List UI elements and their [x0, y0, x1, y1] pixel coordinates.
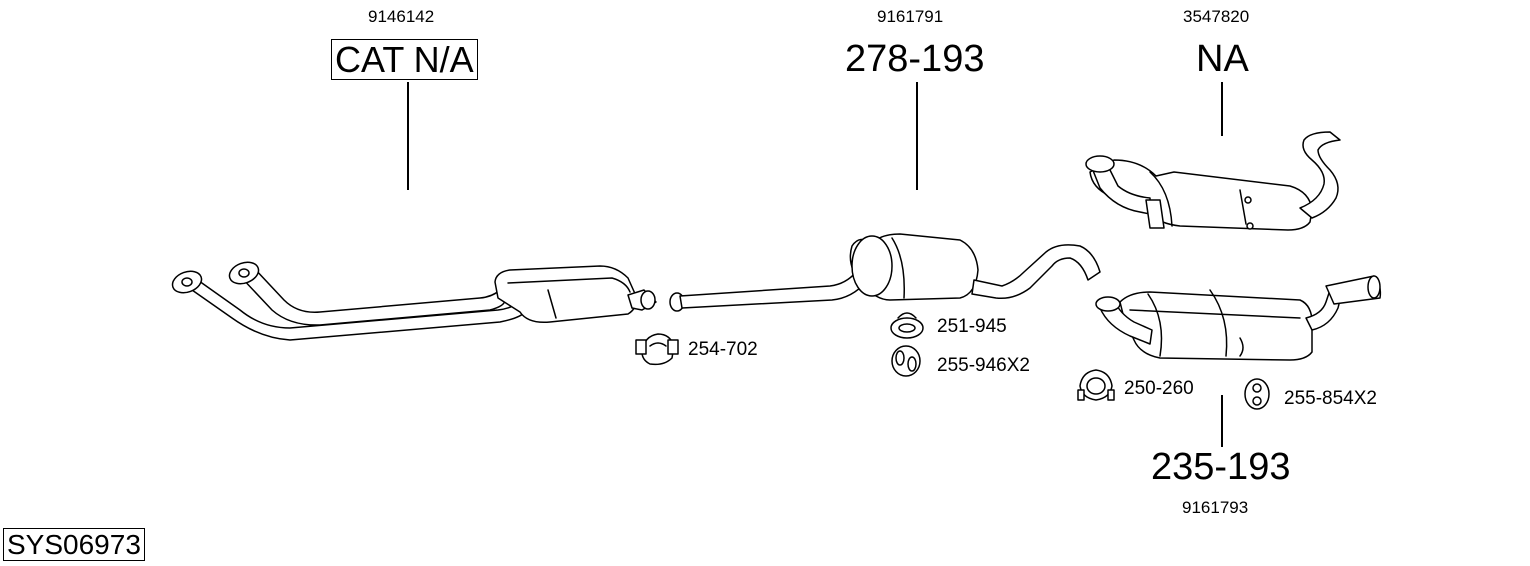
- rear-bottom-part-label: 235-193: [1151, 446, 1291, 488]
- middle-part-label: 278-193: [845, 38, 985, 80]
- rubber-middle-label: 255-946X2: [937, 355, 1030, 376]
- system-code-label: SYS06973: [3, 528, 145, 561]
- middle-pipe-silencer-part: [669, 233, 1101, 312]
- rear-silencer-lower-part: [1095, 275, 1382, 361]
- rear-top-oem-number: 3547820: [1183, 7, 1250, 26]
- rubber-rear-label: 255-854X2: [1284, 388, 1377, 409]
- clamp-front-label: 254-702: [688, 339, 758, 360]
- rubber-255-854-icon: [1244, 378, 1270, 410]
- front-part-label: CAT N/A: [331, 39, 478, 80]
- leader-line-rear-top: [1221, 82, 1223, 136]
- middle-oem-number: 9161791: [877, 7, 944, 26]
- front-oem-number: 9146142: [368, 7, 435, 26]
- clamp-254-702-icon: [635, 333, 679, 366]
- front-pipe-catalyst-part: [171, 261, 657, 341]
- rubber-255-946-icon: [891, 345, 921, 377]
- leader-line-middle: [916, 82, 918, 190]
- hanger-middle-label: 251-945: [937, 316, 1007, 337]
- leader-line-rear-bottom: [1221, 395, 1223, 447]
- rear-top-part-label: NA: [1196, 38, 1249, 80]
- rear-silencer-upper-part: [1085, 131, 1341, 231]
- clamp-250-260-icon: [1077, 369, 1115, 401]
- clamp-rear-label: 250-260: [1124, 378, 1194, 399]
- hanger-251-945-icon: [890, 312, 924, 339]
- leader-line-front: [407, 82, 409, 190]
- rear-bottom-oem-number: 9161793: [1182, 498, 1249, 517]
